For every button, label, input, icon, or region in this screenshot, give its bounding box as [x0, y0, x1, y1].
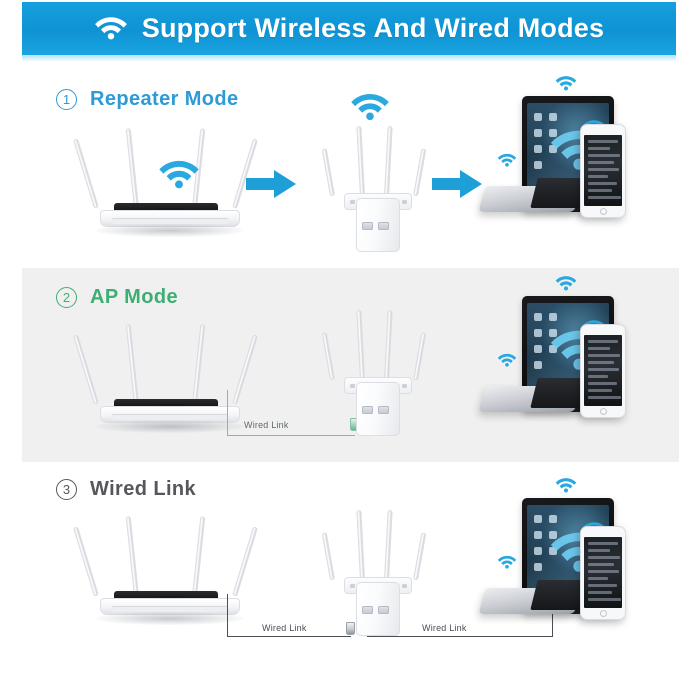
- section-3-title: Wired Link: [90, 478, 197, 500]
- wired-link-label-left: Wired Link: [262, 623, 307, 633]
- extender-antenna: [356, 309, 365, 381]
- extender-lan-port: [362, 222, 373, 230]
- wifi-signal-icon: [555, 74, 577, 96]
- wifi-signal-icon: [497, 152, 517, 172]
- extender-led: [350, 584, 355, 588]
- extender-led: [402, 384, 407, 388]
- section-1-illustration: [22, 66, 679, 264]
- router-antenna: [232, 526, 258, 597]
- section-2-title: AP Mode: [90, 286, 178, 308]
- extender-led: [402, 584, 407, 588]
- extender-wan-port: [378, 406, 389, 414]
- wifi-signal-icon: [497, 554, 517, 574]
- extender-wifi-icon: [350, 90, 390, 126]
- smartphone-device: [580, 324, 626, 418]
- smartphone-device: [580, 124, 626, 218]
- extender-wan-port: [378, 222, 389, 230]
- step-number-2: 2: [56, 287, 77, 308]
- router-vent: [112, 606, 228, 612]
- wifi-router-3: [73, 516, 258, 625]
- smartphone-screen: [584, 335, 622, 406]
- extender-antenna: [413, 532, 426, 581]
- section-2-heading: 2 AP Mode: [56, 286, 178, 309]
- wifi-range-extender-1: [321, 90, 432, 254]
- extender-led: [350, 200, 355, 204]
- section-3-heading: 3 Wired Link: [56, 478, 196, 501]
- wifi-signal-icon: [158, 156, 200, 195]
- extender-lan-port: [362, 606, 373, 614]
- extender-antenna: [384, 309, 393, 381]
- extender-antenna: [384, 509, 393, 581]
- extender-antenna: [321, 532, 335, 581]
- section-1-title: Repeater Mode: [90, 88, 239, 110]
- smartphone-device: [580, 526, 626, 620]
- wifi-range-extender-3: [321, 488, 432, 638]
- extender-led: [402, 200, 407, 204]
- client-devices-1: [462, 74, 662, 244]
- wifi-signal-icon: [555, 274, 577, 296]
- router-shadow: [96, 612, 244, 625]
- section-1-heading: 1 Repeater Mode: [56, 88, 239, 111]
- extender-lan-port: [362, 406, 373, 414]
- section-2-illustration: Wired Link: [22, 268, 679, 462]
- step-number-1: 1: [56, 89, 77, 110]
- client-devices-3: [462, 476, 662, 646]
- wired-link-label-right: Wired Link: [422, 623, 467, 633]
- client-devices-2: [462, 274, 662, 444]
- router-vent: [112, 414, 228, 420]
- extender-antenna: [321, 332, 335, 381]
- wired-link-label: Wired Link: [244, 420, 289, 430]
- router-vent: [112, 218, 228, 224]
- router-antenna: [192, 516, 206, 597]
- extender-antenna: [356, 509, 365, 581]
- wired-link-cable-left: [227, 594, 351, 637]
- smartphone-screen: [584, 537, 622, 608]
- extender-wan-port: [378, 606, 389, 614]
- extender-antenna: [413, 332, 426, 381]
- ethernet-plug-left: [346, 622, 355, 635]
- extender-antenna: [321, 148, 335, 197]
- flow-arrow-right: [430, 167, 484, 206]
- router-shadow: [96, 420, 244, 433]
- extender-antenna: [384, 125, 393, 197]
- router-antenna: [125, 128, 139, 209]
- extender-led: [350, 384, 355, 388]
- wifi-signal-icon: [497, 352, 517, 372]
- section-ap-mode: 2 AP Mode Wired Link: [22, 268, 679, 462]
- wifi-signal-icon: [555, 476, 577, 498]
- section-wired-link: 3 Wired Link Wired Link: [22, 466, 679, 686]
- extender-antenna: [413, 148, 426, 197]
- router-antenna: [125, 324, 139, 405]
- router-antenna: [192, 324, 206, 405]
- extender-antenna: [356, 125, 365, 197]
- section-3-illustration: Wired Link Wired Link: [22, 466, 679, 686]
- wifi-range-extender-2: [321, 288, 432, 438]
- wired-link-cable-green: [227, 390, 355, 436]
- router-top-panel: [114, 591, 218, 600]
- router-antenna: [125, 516, 139, 597]
- smartphone-screen: [584, 135, 622, 206]
- banner-title: Support Wireless And Wired Modes: [141, 13, 605, 43]
- section-repeater-mode: 1 Repeater Mode: [22, 66, 679, 264]
- wifi-icon: [94, 14, 128, 45]
- router-top-panel: [114, 203, 218, 212]
- router-antenna: [73, 526, 99, 597]
- router-shadow: [96, 224, 244, 237]
- router-antenna: [73, 138, 99, 209]
- router-antenna: [73, 334, 99, 405]
- flow-arrow-right: [244, 167, 298, 206]
- step-number-3: 3: [56, 479, 77, 500]
- wifi-router-2: [73, 324, 258, 433]
- header-banner: Support Wireless And Wired Modes: [22, 2, 676, 62]
- router-top-panel: [114, 399, 218, 408]
- wired-link-cable-right: [367, 594, 553, 637]
- wifi-router-1: [73, 128, 258, 237]
